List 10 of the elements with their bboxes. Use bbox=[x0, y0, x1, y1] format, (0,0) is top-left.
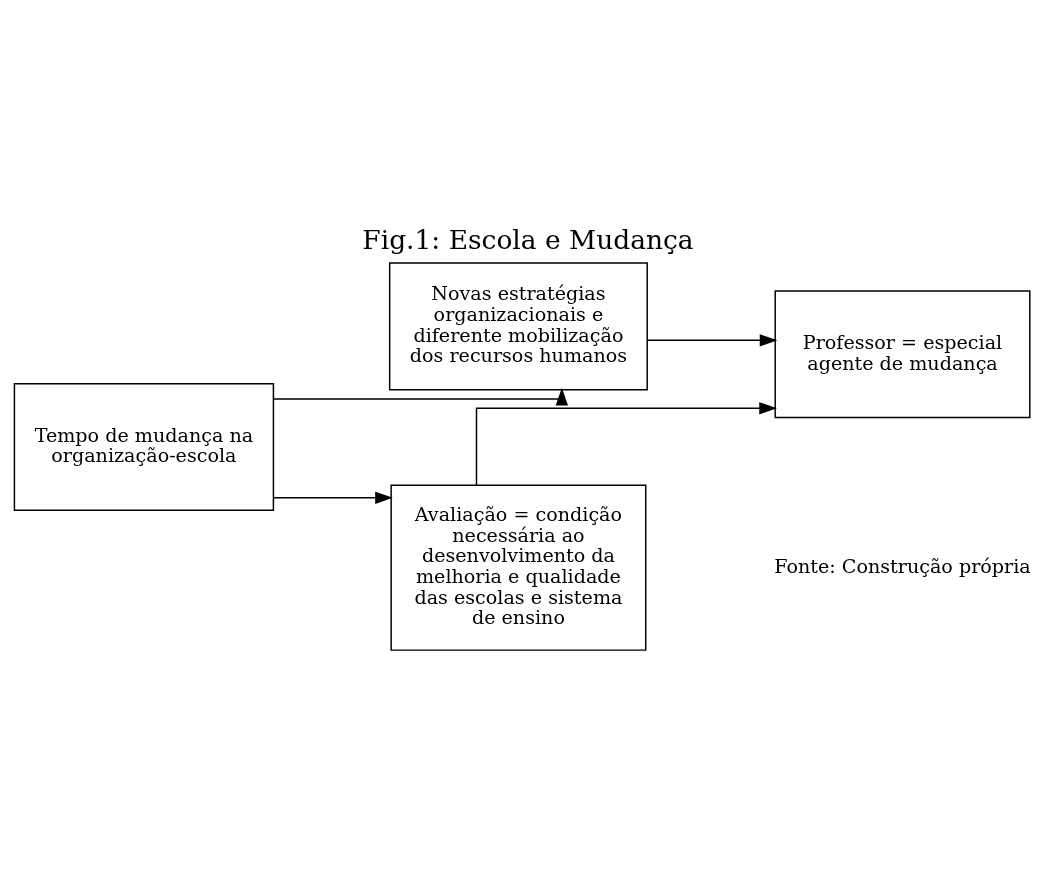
node-box: Tempo de mudança na organização-escola bbox=[13, 383, 275, 512]
caption: Fonte: Construção própria bbox=[774, 554, 1031, 578]
node-box: Professor = especial agente de mudança bbox=[774, 290, 1031, 419]
node-box: Avaliação = condição necessária ao desenvolvimento da melhoria e qualidade das escolas e sistema de ensino bbox=[390, 484, 647, 651]
arrow bbox=[646, 334, 778, 347]
diagram-title: Fig.1: Escola e Mudança bbox=[362, 223, 694, 255]
node-box: Novas estratégias organizacionais e diferente mobilização dos recursos humanos bbox=[388, 262, 648, 391]
arrow bbox=[273, 491, 393, 504]
arrow bbox=[475, 402, 777, 486]
arrow bbox=[273, 387, 569, 406]
